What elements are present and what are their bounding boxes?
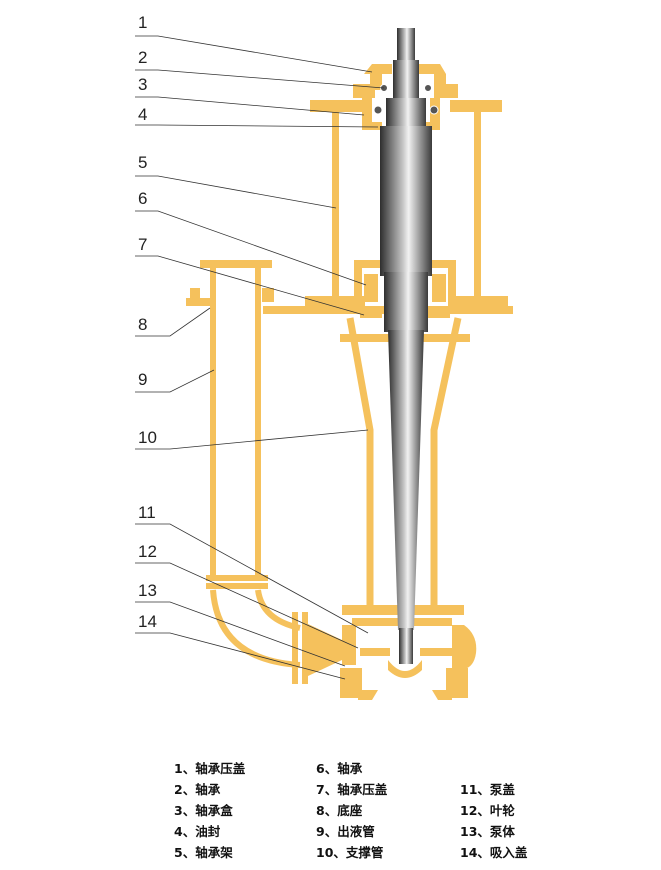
lower-bearing-housing bbox=[354, 260, 456, 318]
legend-num: 6、 bbox=[316, 761, 338, 776]
legend-num: 3、 bbox=[174, 803, 196, 818]
legend-num: 4、 bbox=[174, 824, 196, 839]
legend-num: 2、 bbox=[174, 782, 196, 797]
legend-label: 轴承 bbox=[195, 782, 221, 797]
legend-item-14: 14、吸入盖 bbox=[460, 842, 527, 861]
legend-item-3: 3、轴承盒 bbox=[174, 800, 233, 819]
legend-label: 轴承压盖 bbox=[337, 782, 388, 797]
callout-5: 5 bbox=[138, 153, 147, 172]
legend-item-13: 13、泵体 bbox=[460, 821, 515, 840]
legend-label: 轴承盒 bbox=[195, 803, 233, 818]
callout-11: 11 bbox=[138, 503, 156, 522]
legend-item-4: 4、油封 bbox=[174, 821, 220, 840]
legend-item-12: 12、叶轮 bbox=[460, 800, 515, 819]
callout-12: 12 bbox=[138, 542, 157, 561]
legend-label: 出液管 bbox=[337, 824, 375, 839]
callout-9: 9 bbox=[138, 370, 147, 389]
legend-num: 12、 bbox=[460, 803, 490, 818]
legend-label: 油封 bbox=[195, 824, 221, 839]
legend-num: 10、 bbox=[316, 845, 346, 860]
legend-item-8: 8、底座 bbox=[316, 800, 362, 819]
legend-num: 8、 bbox=[316, 803, 338, 818]
legend-label: 轴承 bbox=[337, 761, 363, 776]
callout-4: 4 bbox=[138, 105, 147, 124]
legend-item-7: 7、轴承压盖 bbox=[316, 779, 387, 798]
legend-num: 13、 bbox=[460, 824, 490, 839]
legend-num: 7、 bbox=[316, 782, 338, 797]
legend-label: 泵盖 bbox=[489, 782, 515, 797]
legend-item-10: 10、支撑管 bbox=[316, 842, 383, 861]
legend-item-2: 2、轴承 bbox=[174, 779, 220, 798]
callout-8: 8 bbox=[138, 315, 147, 334]
legend-num: 14、 bbox=[460, 845, 490, 860]
legend-label: 底座 bbox=[337, 803, 363, 818]
callouts: 1 2 3 4 5 6 7 8 9 10 11 12 13 14 bbox=[135, 13, 385, 680]
base-plate bbox=[186, 288, 274, 306]
legend-item-9: 9、出液管 bbox=[316, 821, 375, 840]
legend-label: 吸入盖 bbox=[489, 845, 528, 860]
callout-10: 10 bbox=[138, 428, 157, 447]
legend-num: 1、 bbox=[174, 761, 196, 776]
callout-7: 7 bbox=[138, 235, 147, 254]
top-bearing-housing bbox=[353, 64, 458, 130]
legend-num: 5、 bbox=[174, 845, 196, 860]
callout-14: 14 bbox=[138, 612, 157, 631]
callout-13: 13 bbox=[138, 581, 157, 600]
callout-2: 2 bbox=[138, 48, 147, 67]
legend-item-6: 6、轴承 bbox=[316, 758, 362, 777]
legend-label: 叶轮 bbox=[489, 803, 515, 818]
legend-item-5: 5、轴承架 bbox=[174, 842, 233, 861]
legend-num: 9、 bbox=[316, 824, 338, 839]
shaft bbox=[380, 28, 432, 664]
callout-6: 6 bbox=[138, 189, 147, 208]
pump-body bbox=[186, 64, 513, 700]
legend-label: 轴承压盖 bbox=[195, 761, 246, 776]
callout-3: 3 bbox=[138, 75, 147, 94]
legend-label: 泵体 bbox=[489, 824, 515, 839]
legend-num: 11、 bbox=[460, 782, 490, 797]
legend-label: 轴承架 bbox=[195, 845, 233, 860]
callout-1: 1 bbox=[138, 13, 147, 32]
legend-item-1: 1、轴承压盖 bbox=[174, 758, 245, 777]
legend-label: 支撑管 bbox=[345, 845, 384, 860]
legend-item-11: 11、泵盖 bbox=[460, 779, 515, 798]
